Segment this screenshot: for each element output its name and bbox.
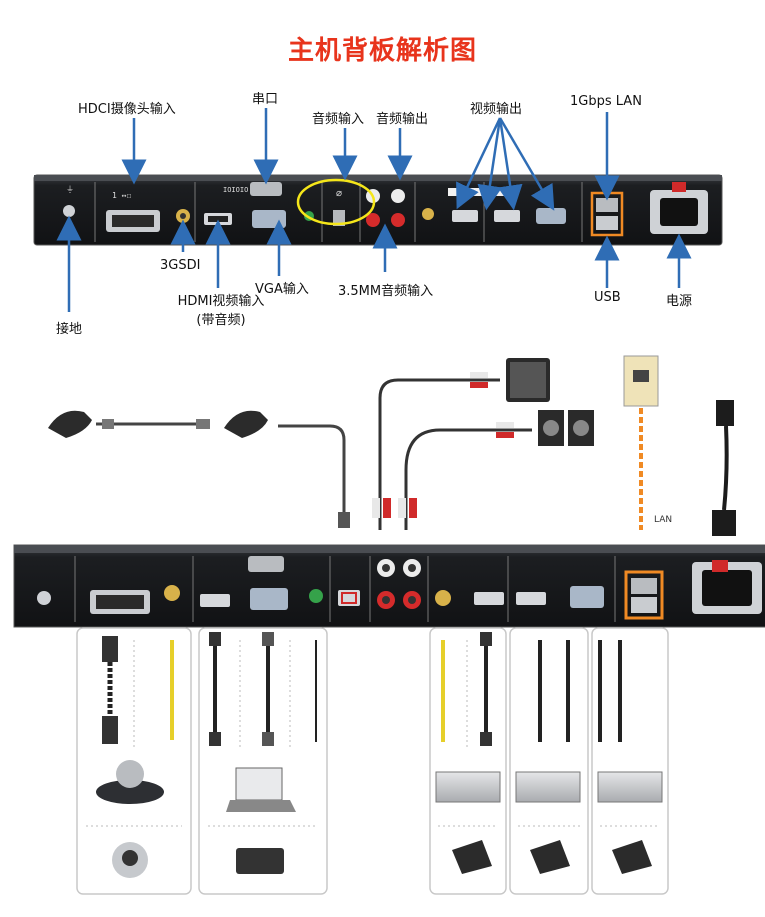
vga-in-port-icon [252, 210, 286, 228]
callout-arrows [56, 108, 692, 312]
projector-icon [530, 840, 570, 874]
monitor-icon [435, 771, 501, 803]
remote-control-icon [224, 410, 268, 438]
label-hdci: HDCI摄像头输入 [78, 102, 176, 117]
video-out-sdi-icon [422, 208, 434, 220]
projector-icon [452, 840, 492, 874]
ground-screw-icon [63, 205, 75, 217]
lan-port-icon [596, 198, 618, 212]
audio-out-red-icon [391, 213, 405, 227]
video-out-hdmi1-icon [452, 210, 478, 222]
monitor-icon [515, 771, 581, 803]
label-hdmi: HDMI视频输入 (带音频) [160, 290, 282, 328]
usb-small-port-icon [333, 210, 345, 226]
label-lan: 1Gbps LAN [570, 94, 642, 109]
label-power: 电源 [666, 294, 693, 309]
bottom-panel [13, 544, 765, 628]
upper-devices [48, 355, 736, 536]
label-video-out: 视频输出 [470, 102, 523, 117]
power-plug-icon [716, 400, 734, 426]
connection-groups [76, 627, 669, 895]
page-title: 主机背板解析图 [287, 36, 477, 66]
label-audio-out: 音频输出 [376, 112, 429, 127]
camcorder-icon [236, 848, 284, 874]
label-hdmi-line2: (带音频) [196, 313, 246, 328]
lan-tag: LAN [654, 515, 672, 525]
video-out-vga-icon [536, 208, 566, 224]
audio-out-white-icon [391, 189, 405, 203]
remote-control-icon [48, 410, 92, 438]
ptz-camera-icon [96, 780, 164, 804]
label-mm35: 3.5MM音频输入 [338, 284, 434, 299]
svg-text:1 ↔☐: 1 ↔☐ [112, 191, 131, 200]
label-sdi: 3GSDI [160, 258, 201, 273]
label-vga: VGA输入 [255, 282, 309, 297]
top-panel: ⏚ 1 ↔☐ IOIOIO ⌀ [33, 174, 723, 246]
usb-port-icon [596, 216, 618, 230]
label-hdmi-line1: HDMI视频输入 [177, 294, 265, 309]
serial-port-icon [250, 182, 282, 196]
label-ground: 接地 [56, 322, 83, 337]
svg-text:IOIOIO: IOIOIO [223, 186, 248, 194]
cables [102, 632, 622, 746]
svg-text:⏚: ⏚ [66, 185, 74, 194]
label-audio-in: 音频输入 [312, 112, 365, 127]
video-out-hdmi2-icon [494, 210, 520, 222]
projector-icon [612, 840, 652, 874]
label-serial: 串口 [252, 92, 279, 107]
laptop-icon [235, 767, 283, 801]
svg-text:⌀: ⌀ [336, 188, 342, 199]
label-usb: USB [594, 290, 621, 305]
monitor-icon [597, 771, 663, 803]
end-devices [96, 760, 663, 878]
dotted-dividers [86, 640, 660, 827]
